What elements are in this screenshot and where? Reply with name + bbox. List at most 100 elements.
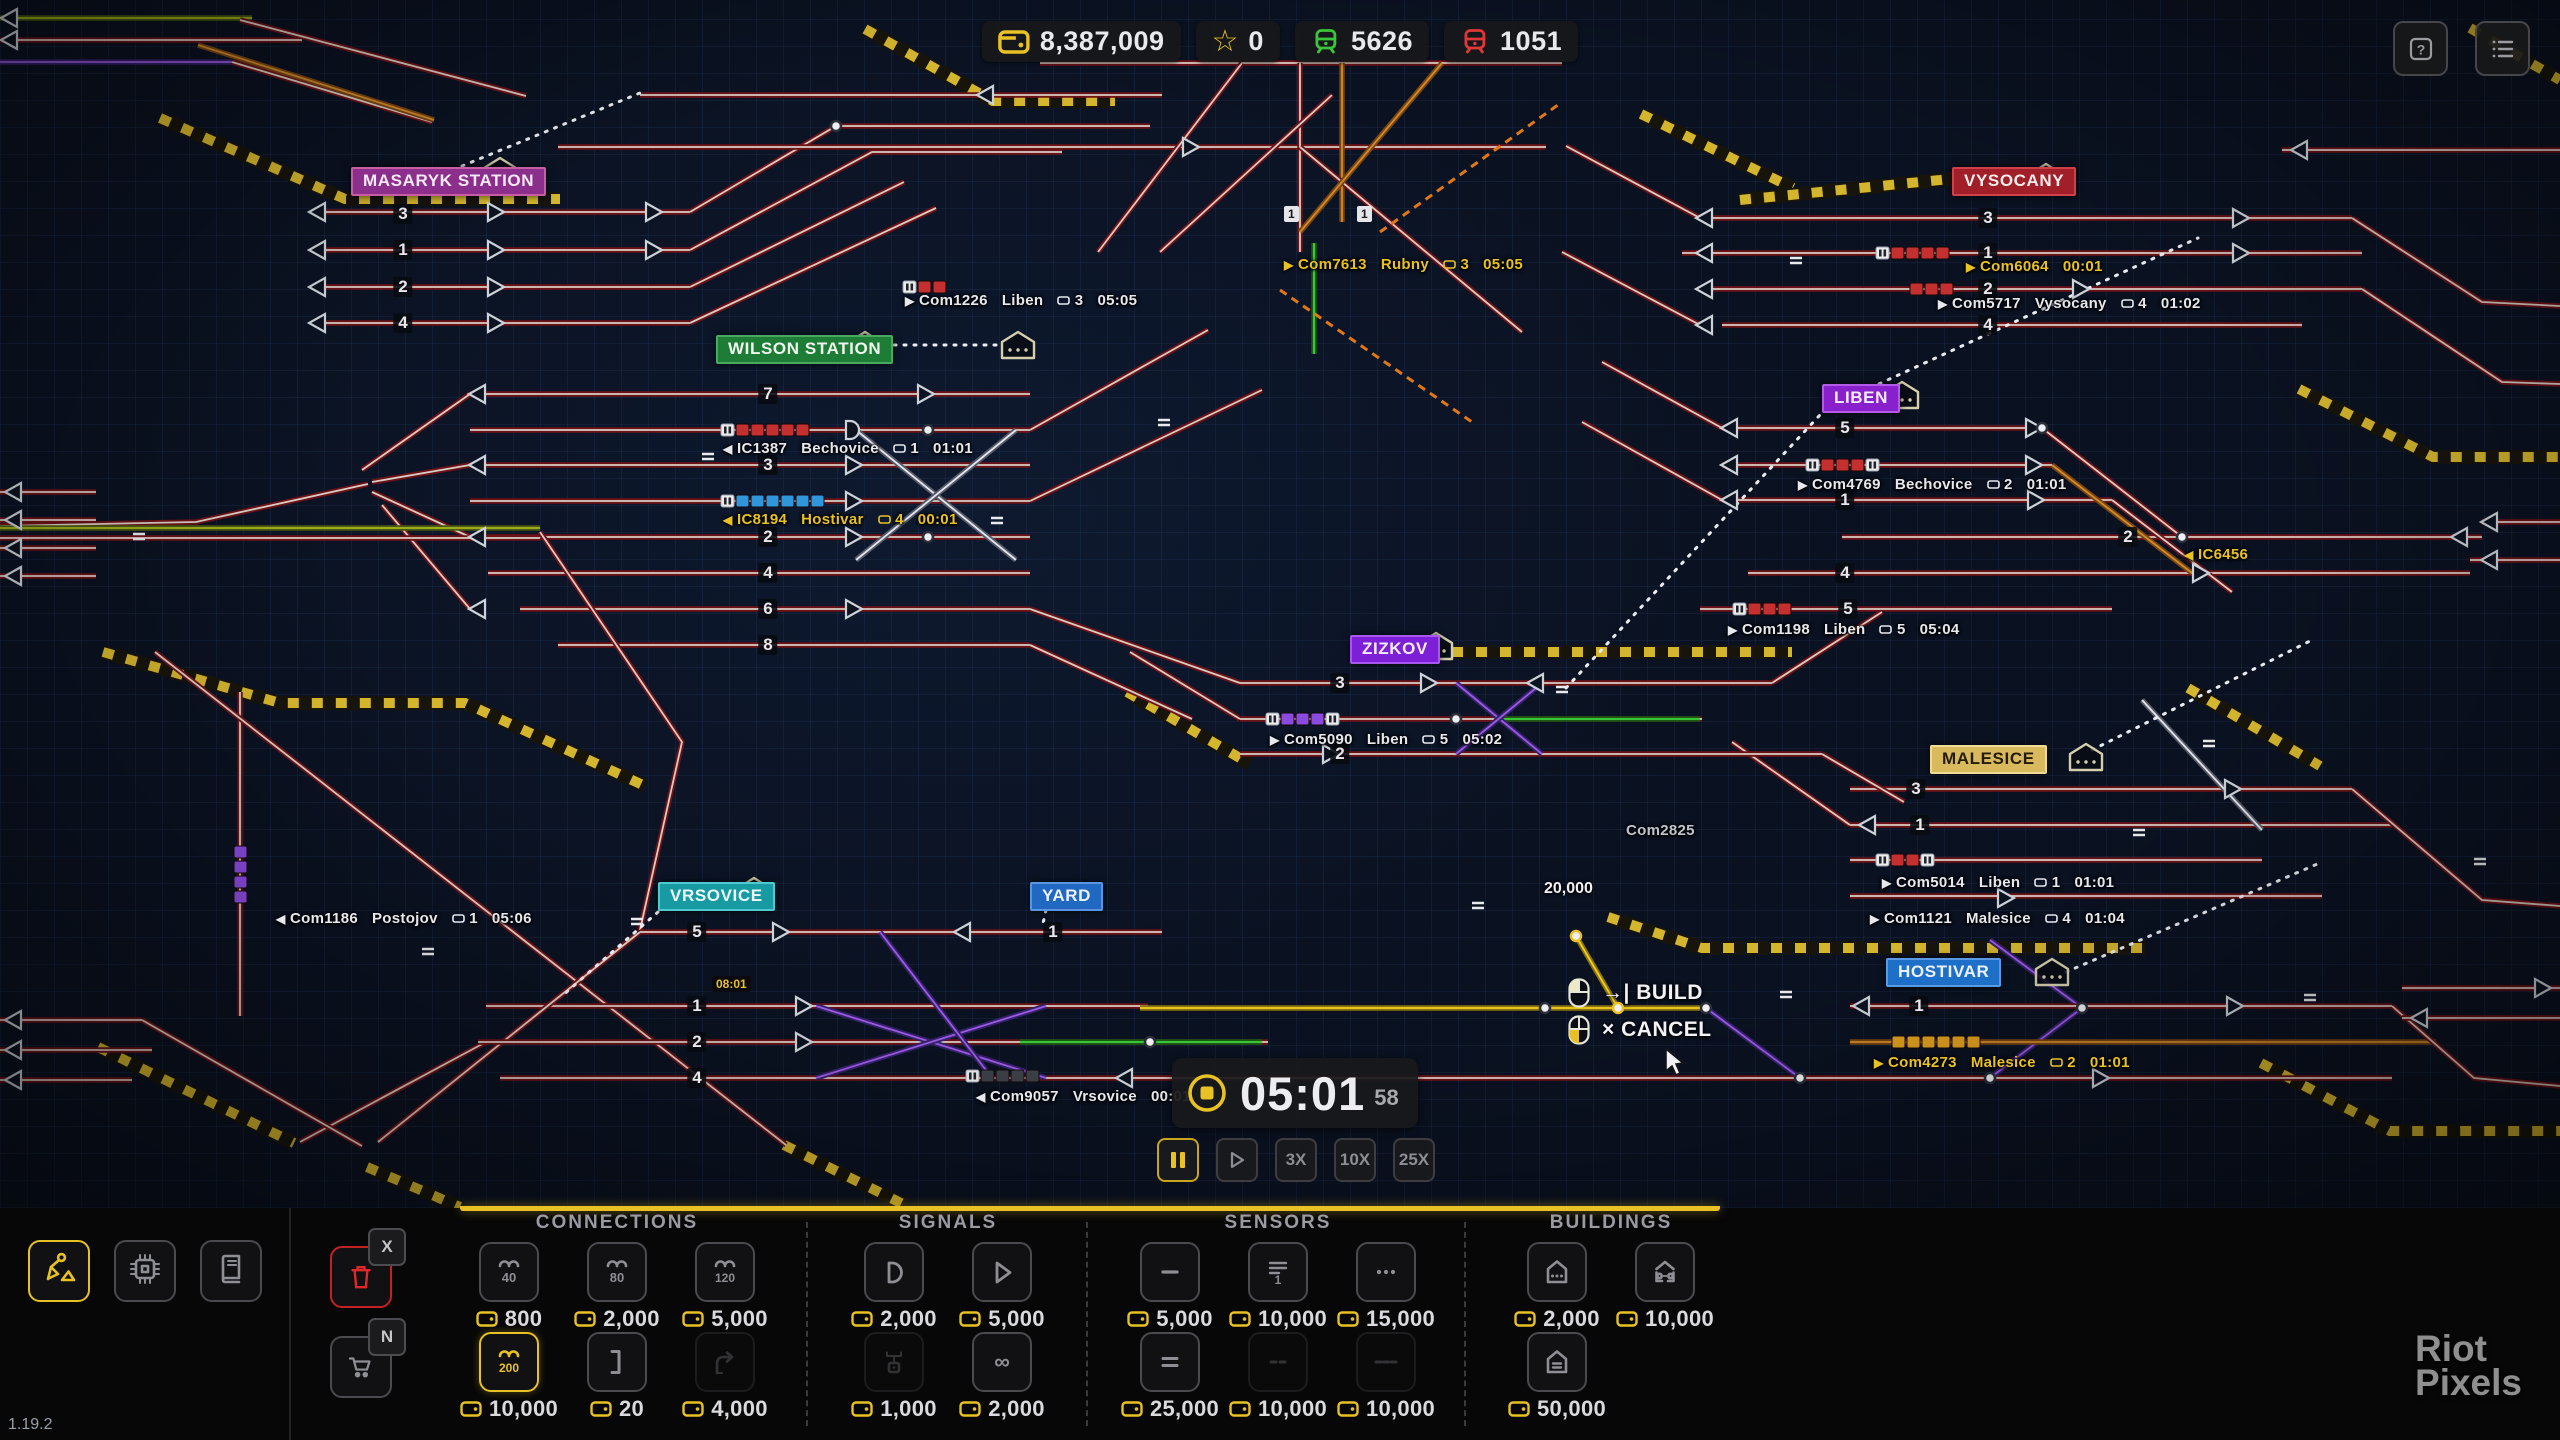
station-label-liben[interactable]: Liben [1822,384,1900,413]
train-platform: 3 [1460,256,1470,273]
help-button[interactable]: ? [2393,21,2448,76]
trains-late-value: 1051 [1500,26,1563,56]
tool-cell: 2,000 [1503,1242,1611,1332]
rail-map[interactable]: Masaryk StationWilson Station VysocanyLib… [0,0,2560,1208]
tool-sensor-dots-button[interactable] [1356,1242,1416,1302]
station-label-masaryk-station[interactable]: Masaryk Station [351,167,547,196]
mode-construction-button[interactable] [28,1240,90,1302]
train-id: IC8194 [737,511,788,528]
svg-text:200: 200 [499,1361,519,1375]
tool-speed-200-button[interactable]: 200 [479,1332,539,1392]
tool-bumper-button[interactable] [587,1332,647,1392]
menu-button[interactable] [2475,21,2530,76]
tool-gantry-button[interactable] [864,1332,924,1392]
train-time: 00:01 [2062,258,2103,275]
tool-station-button[interactable] [1527,1242,1587,1302]
platform-number: 7 [758,384,778,404]
platform-number: 8 [758,635,778,655]
tool-cell: 4,000 [671,1332,779,1422]
cancel-x-icon: × [1602,1017,1615,1041]
platform-number: 2 [1330,744,1350,764]
mouse-right-icon [1568,1014,1590,1045]
station-label-zizkov[interactable]: Zizkov [1350,635,1440,664]
stars-display: ☆ 0 [1195,21,1280,62]
build-action[interactable]: →| BUILD [1568,974,1712,1011]
section-title: Buildings [1549,1212,1673,1233]
tool-sensor-equals-button[interactable] [1140,1332,1200,1392]
tool-sensor-2dash-button[interactable] [1248,1332,1308,1392]
train-id: Com5717 [1952,295,2021,312]
cancel-label: CANCEL [1621,1017,1712,1041]
station-label-vrsovice[interactable]: Vrsovice [658,882,775,911]
tool-price: 5,000 [1127,1306,1213,1331]
tool-turnout-button[interactable] [695,1332,755,1392]
build-context-menu: →| BUILD × CANCEL [1568,974,1712,1048]
tool-auto-signal-button[interactable] [972,1242,1032,1302]
speed-3x-button[interactable]: 3X [1275,1138,1317,1182]
wallet-mini-icon [1508,1401,1530,1417]
station-label-wilson-station[interactable]: Wilson Station [716,335,894,364]
wallet-mini-icon [590,1401,612,1417]
delete-hotkey-badge: X [368,1228,406,1266]
mode-book-button[interactable] [200,1240,262,1302]
pause-button[interactable] [1157,1138,1199,1182]
play-button[interactable] [1216,1138,1258,1182]
clock-seconds: 58 [1374,1085,1399,1110]
train-time: 05:02 [1462,731,1503,748]
tool-speed-40-button[interactable]: 40 [479,1242,539,1302]
money-value: 8,387,009 [1039,26,1165,56]
shop-hotkey-badge: N [368,1318,406,1356]
map-labels-layer: Masaryk StationWilson Station VysocanyLib… [276,167,2248,1105]
tool-signal-button[interactable] [864,1242,924,1302]
train-time: 01:04 [2085,910,2125,927]
train-label[interactable]: ◀ IC6456 [2184,546,2248,563]
train-id: Com1226 [919,292,988,309]
train-destination: Hostivar [801,511,864,528]
tool-sensor-3dash-button[interactable] [1356,1332,1416,1392]
platform-number: 1 [1043,922,1063,942]
svg-text:80: 80 [610,1270,624,1285]
active-category-bar [460,1206,1720,1211]
wagon-icon [1986,480,2000,489]
wagon-icon [2045,914,2058,923]
tool-loop-button[interactable]: ∞ [972,1332,1032,1392]
tool-sensor-dash-button[interactable] [1140,1242,1200,1302]
mode-chip-button[interactable] [114,1240,176,1302]
tool-sensor-list-button[interactable]: 1 [1248,1242,1308,1302]
station-label-malesice[interactable]: Malesice [1930,745,2047,774]
cancel-action[interactable]: × CANCEL [1568,1011,1712,1048]
wallet-mini-icon [1229,1311,1251,1327]
station-label-vysocany[interactable]: Vysocany [1952,167,2077,196]
train-id: Com1186 [290,910,358,927]
speed-25x-button[interactable]: 25X [1393,1138,1435,1182]
speed-10x-button[interactable]: 10X [1334,1138,1376,1182]
tool-depot-button[interactable] [1527,1332,1587,1392]
toolbar-divider [806,1222,808,1426]
tool-speed-120-button[interactable]: 120 [695,1242,755,1302]
money-display: 8,387,009 [981,21,1181,62]
train-label[interactable]: Com2825 [1626,822,1695,839]
tool-speed-80-button[interactable]: 80 [587,1242,647,1302]
tool-platform-button[interactable] [1635,1242,1695,1302]
station-label-yard[interactable]: Yard [1030,882,1104,911]
train-id: IC6456 [2198,546,2249,563]
wallet-mini-icon [1127,1311,1149,1327]
station-label-hostivar[interactable]: Hostivar [1886,958,2002,987]
shop-button[interactable] [330,1336,392,1398]
